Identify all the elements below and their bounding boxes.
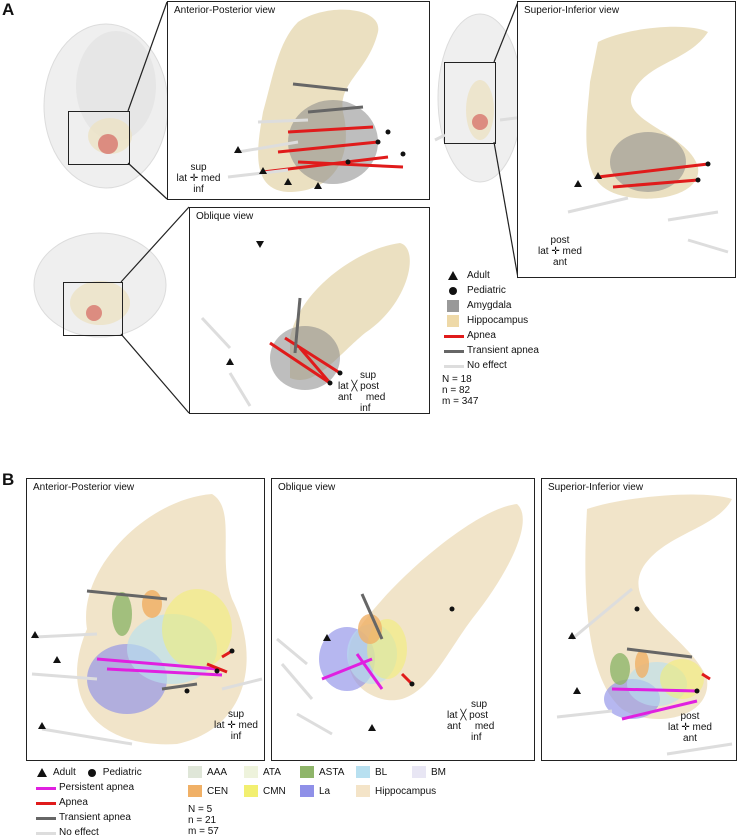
orient-left-bottom: ant <box>338 392 352 403</box>
orient-top: sup <box>447 699 532 710</box>
nucleus-cen: CEN <box>188 785 228 797</box>
orient-top: post <box>530 235 590 246</box>
orient-left-bottom: ant <box>447 721 461 732</box>
orient-left-top: lat <box>338 381 349 392</box>
count-m: m = 347 <box>442 396 539 407</box>
orient-top: sup <box>211 709 261 720</box>
ap-orientation-glyph: sup lat ✛ med inf <box>176 162 221 195</box>
legend-apnea: Apnea <box>34 795 142 810</box>
legend-transient: Transient apnea <box>442 343 539 358</box>
legend-pediatric: Pediatric <box>442 283 539 298</box>
orient-right-bottom: med <box>366 392 385 403</box>
panel-b-oblique-view: Oblique view sup lat ╳ post ant med inf <box>271 478 535 761</box>
orient-left: lat <box>177 173 188 184</box>
nucleus-hippocampus: Hippocampus <box>356 785 436 797</box>
count-N: N = 18 <box>442 374 539 385</box>
b-oblique-orientation-glyph: sup lat ╳ post ant med inf <box>447 699 532 743</box>
legend-hippocampus: Hippocampus <box>442 313 539 328</box>
panel-a-legend: Adult Pediatric Amygdala Hippocampus Apn… <box>442 268 539 407</box>
nucleus-label: BM <box>431 767 446 778</box>
b-ap-orientation-glyph: sup lat ✛ med inf <box>211 709 261 742</box>
nucleus-bl: BL <box>356 766 387 778</box>
legend-apnea: Apnea <box>442 328 539 343</box>
nucleus-label: ATA <box>263 767 281 778</box>
panel-a-oblique-view: Oblique view sup lat ╳ post ant med inf <box>189 207 430 414</box>
legend-label: No effect <box>467 360 507 371</box>
orient-left: lat <box>538 246 549 257</box>
legend-label: Pediatric <box>467 285 506 296</box>
oblique-orientation-glyph: sup lat ╳ post ant med inf <box>338 370 418 414</box>
nucleus-label: AAA <box>207 767 227 778</box>
orient-top: sup <box>338 370 418 381</box>
panel-b-legend: Adult Pediatric Persistent apnea Apnea T… <box>34 765 142 840</box>
orient-right: med <box>693 722 712 733</box>
nucleus-label: BL <box>375 767 387 778</box>
legend-label: Adult <box>53 767 76 778</box>
nucleus-bm: BM <box>412 766 446 778</box>
nucleus-la: La <box>300 785 330 797</box>
orient-left: lat <box>668 722 679 733</box>
orient-right: med <box>563 246 582 257</box>
legend-persistent: Persistent apnea <box>34 780 142 795</box>
legend-transient: Transient apnea <box>34 810 142 825</box>
orient-right-bottom: med <box>475 721 494 732</box>
legend-label: Pediatric <box>103 767 142 778</box>
orient-bottom: inf <box>447 732 532 743</box>
orient-bottom: inf <box>211 731 261 742</box>
orient-bottom: inf <box>176 184 221 195</box>
orient-bottom: ant <box>660 733 720 744</box>
panel-b-si-view: Superior-Inferior view post lat ✛ med an… <box>541 478 737 761</box>
legend-label: Transient apnea <box>467 345 539 356</box>
b-si-orientation-glyph: post lat ✛ med ant <box>660 711 720 744</box>
orient-top: sup <box>176 162 221 173</box>
orient-left-top: lat <box>447 710 458 721</box>
orient-bottom: ant <box>530 257 590 268</box>
nucleus-ata: ATA <box>244 766 281 778</box>
panel-b-ap-view: Anterior-Posterior view sup lat ✛ med in… <box>26 478 265 761</box>
nucleus-aaa: AAA <box>188 766 227 778</box>
nuclei-legend: AAA ATA ASTA BL BM CEN CMN La Hippocampu… <box>188 766 488 836</box>
orient-bottom: inf <box>338 403 418 414</box>
legend-label: Apnea <box>467 330 496 341</box>
orient-right-top: post <box>360 381 379 392</box>
panel-a-ap-view: Anterior-Posterior view sup lat ✛ med <box>167 1 430 200</box>
count-n: n = 21 <box>188 815 216 826</box>
panel-a-si-view: Superior-Inferior view post lat ✛ med an… <box>517 1 736 278</box>
legend-adult-pediatric: Adult Pediatric <box>34 765 142 780</box>
nucleus-label: La <box>319 786 330 797</box>
legend-label: Apnea <box>59 797 88 808</box>
legend-label: Persistent apnea <box>59 782 134 793</box>
legend-label: Hippocampus <box>467 315 528 326</box>
panel-b-letter: B <box>2 470 14 490</box>
legend-amygdala: Amygdala <box>442 298 539 313</box>
legend-label: No effect <box>59 827 99 838</box>
legend-label: Adult <box>467 270 490 281</box>
orient-left: lat <box>214 720 225 731</box>
nucleus-label: CMN <box>263 786 286 797</box>
orient-right: med <box>201 173 220 184</box>
si-orientation-glyph: post lat ✛ med ant <box>530 235 590 268</box>
orient-right-top: post <box>469 710 488 721</box>
nucleus-label: Hippocampus <box>375 786 436 797</box>
orient-top: post <box>660 711 720 722</box>
legend-label: Amygdala <box>467 300 511 311</box>
legend-no-effect: No effect <box>34 825 142 840</box>
nucleus-label: CEN <box>207 786 228 797</box>
nucleus-cmn: CMN <box>244 785 286 797</box>
legend-label: Transient apnea <box>59 812 131 823</box>
legend-no-effect: No effect <box>442 358 539 373</box>
nucleus-label: ASTA <box>319 767 344 778</box>
count-n: n = 82 <box>442 385 539 396</box>
orient-right: med <box>239 720 258 731</box>
count-m: m = 57 <box>188 826 219 837</box>
nucleus-asta: ASTA <box>300 766 344 778</box>
count-N: N = 5 <box>188 804 212 815</box>
legend-adult: Adult <box>442 268 539 283</box>
